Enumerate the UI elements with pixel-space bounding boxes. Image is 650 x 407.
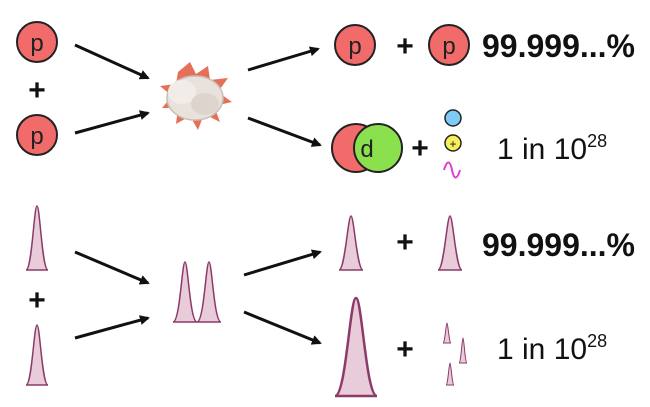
outcome-elastic: p + p 99.999...%	[334, 24, 635, 66]
arrow	[74, 250, 150, 285]
overlap-peaks	[172, 261, 222, 323]
outcome-peaks-rare: + 1 in 1028	[333, 296, 607, 398]
arrow	[247, 116, 322, 147]
explosion-icon	[160, 62, 232, 130]
neutrino-wave-icon	[443, 161, 461, 179]
proton-bottom-left: p	[16, 114, 58, 156]
arrow	[247, 46, 320, 72]
plus-sign: +	[411, 132, 429, 165]
plus-sign: +	[28, 284, 46, 317]
proton-top-left: p	[16, 21, 58, 63]
plus-sign: +	[396, 30, 414, 63]
bottom-section: + + 99.999...% + 1 in 1028	[25, 205, 635, 398]
arrow	[74, 110, 150, 135]
plus-sign: +	[396, 226, 414, 259]
outcome-peaks-common: + 99.999...%	[338, 215, 635, 271]
positron-label: +	[449, 137, 456, 151]
proton-label: p	[348, 33, 361, 60]
wave-peak	[25, 205, 49, 271]
outcome-fusion: d + + 1 in 1028	[331, 109, 607, 179]
positron-icon	[444, 134, 462, 152]
proton-label: p	[30, 123, 43, 150]
electron-icon	[444, 109, 462, 127]
arrow	[243, 310, 322, 345]
proton-label: p	[30, 30, 43, 57]
arrow	[74, 43, 150, 80]
probability-rare-exponent: 28	[587, 131, 607, 151]
arrow	[243, 249, 322, 277]
probability-common: 99.999...%	[482, 227, 635, 263]
plus-sign: +	[396, 333, 414, 366]
top-section: p + p p + p 99.999...%	[16, 21, 635, 179]
probability-rare: 1 in 1028	[497, 131, 607, 166]
proton-label: p	[442, 33, 455, 60]
probability-rare-prefix: 1 in 10	[497, 133, 587, 166]
probability-rare-exponent: 28	[587, 331, 607, 351]
wave-peak	[25, 324, 49, 386]
arrow	[74, 315, 150, 340]
probability-rare-prefix: 1 in 10	[497, 333, 587, 366]
deuteron-label: d	[360, 136, 373, 163]
plus-sign: +	[28, 74, 46, 107]
probability-rare: 1 in 1028	[497, 331, 607, 366]
probability-common: 99.999...%	[482, 28, 635, 64]
